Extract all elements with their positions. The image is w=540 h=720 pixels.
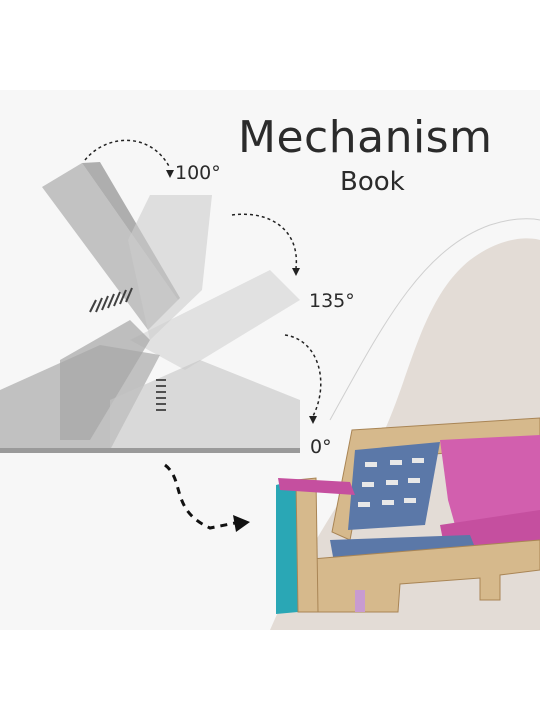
arrow-to-sofa <box>164 463 236 530</box>
armrest-top <box>278 478 355 495</box>
sofa-illustration <box>276 417 540 614</box>
mechanism-rail <box>0 448 300 453</box>
angle-label-135: 135° <box>309 290 355 312</box>
mechanism-plate-135 <box>128 195 212 340</box>
armrest-panel <box>276 480 298 614</box>
spring-lower <box>156 379 166 411</box>
blob-outline <box>329 218 540 421</box>
subtitle: Book <box>340 167 405 197</box>
mechanism-group <box>0 162 300 453</box>
angle-label-0: 0° <box>310 436 332 458</box>
arrow-to-135 <box>231 213 298 269</box>
angle-label-100: 100° <box>175 162 221 184</box>
title: Mechanism <box>238 112 493 163</box>
webbing-slots <box>358 458 424 507</box>
back-cushion <box>440 435 540 525</box>
sofa-back-webbing <box>348 442 440 530</box>
arrow-to-0 <box>284 334 322 419</box>
mechanism-plate-flat <box>130 270 300 370</box>
leg <box>355 590 365 612</box>
spring <box>89 287 133 313</box>
rotation-arrows <box>84 139 322 419</box>
armrest-frame <box>295 477 319 613</box>
arrow-to-100 <box>84 139 171 169</box>
mechanism-base <box>110 360 300 450</box>
